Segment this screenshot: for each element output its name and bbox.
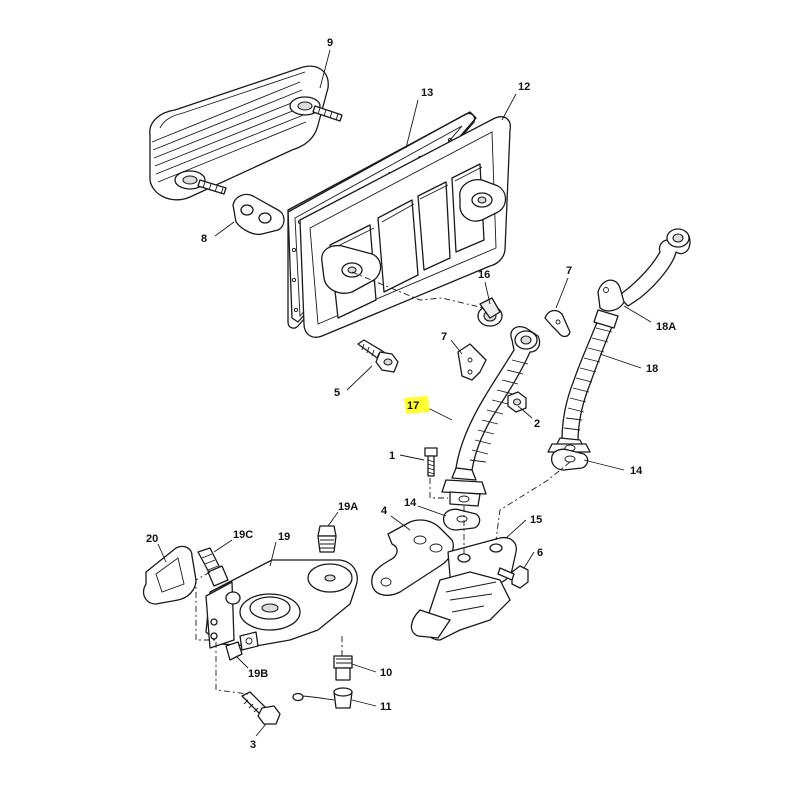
callout-19B: 19B [248, 668, 268, 680]
callout-9: 9 [327, 37, 333, 49]
part-2-nut [507, 391, 527, 413]
part-6-bolt [497, 565, 529, 589]
part-14-gasket-left [442, 508, 481, 531]
callout-1: 1 [389, 450, 395, 462]
callout-18A: 18A [656, 321, 676, 333]
part-7-clip-upper [544, 309, 571, 338]
part-16-grommet [477, 297, 503, 327]
leader-lines [157, 49, 652, 737]
callout-6: 6 [537, 547, 543, 559]
callout-7-upper: 7 [566, 265, 572, 277]
part-4-gasket [371, 519, 454, 596]
assembly-lines [195, 271, 571, 695]
callout-14-left: 14 [404, 497, 417, 509]
callout-3: 3 [250, 739, 256, 751]
part-10-fitting [333, 655, 353, 681]
callout-17: 17 [407, 400, 419, 412]
callout-19C: 19C [233, 529, 253, 541]
callout-18: 18 [646, 363, 658, 375]
callout-8: 8 [201, 233, 207, 245]
callout-12: 12 [518, 81, 530, 93]
callout-14-right: 14 [630, 465, 643, 477]
part-19B-plug [225, 641, 243, 661]
part-19C-fitting [197, 547, 241, 605]
callout-10: 10 [380, 667, 392, 679]
callout-13: 13 [421, 87, 433, 99]
part-20-gasket [142, 545, 197, 605]
part-1-bolt [424, 447, 438, 477]
callout-19A: 19A [338, 501, 358, 513]
callout-labels: 9 13 12 8 16 7 7 18A 18 5 17 2 1 14 14 4… [146, 37, 676, 751]
part-9-oil-cooler [149, 65, 343, 201]
part-15-adapter [410, 536, 517, 641]
part-18-hose [547, 228, 691, 453]
part-19-filter-head [205, 559, 358, 651]
part-7-clip-lower [457, 343, 487, 381]
part-8-gasket [232, 193, 285, 236]
callout-7-lower: 7 [441, 331, 447, 343]
part-17-hose [441, 326, 541, 507]
part-14-gasket-right [550, 448, 589, 471]
callout-4: 4 [381, 505, 388, 517]
callout-15: 15 [530, 514, 542, 526]
callout-5: 5 [334, 387, 340, 399]
part-19A-fitting [317, 525, 337, 553]
part-12-cover [299, 116, 511, 338]
callout-20: 20 [146, 533, 158, 545]
part-11-cap [292, 687, 353, 709]
part-3-bolt [241, 691, 281, 725]
callout-2: 2 [534, 418, 540, 430]
callout-19: 19 [278, 531, 290, 543]
callout-17-highlight [404, 396, 430, 414]
part-5-bolt [357, 339, 399, 373]
callout-16: 16 [478, 269, 490, 281]
callout-11: 11 [380, 701, 392, 713]
